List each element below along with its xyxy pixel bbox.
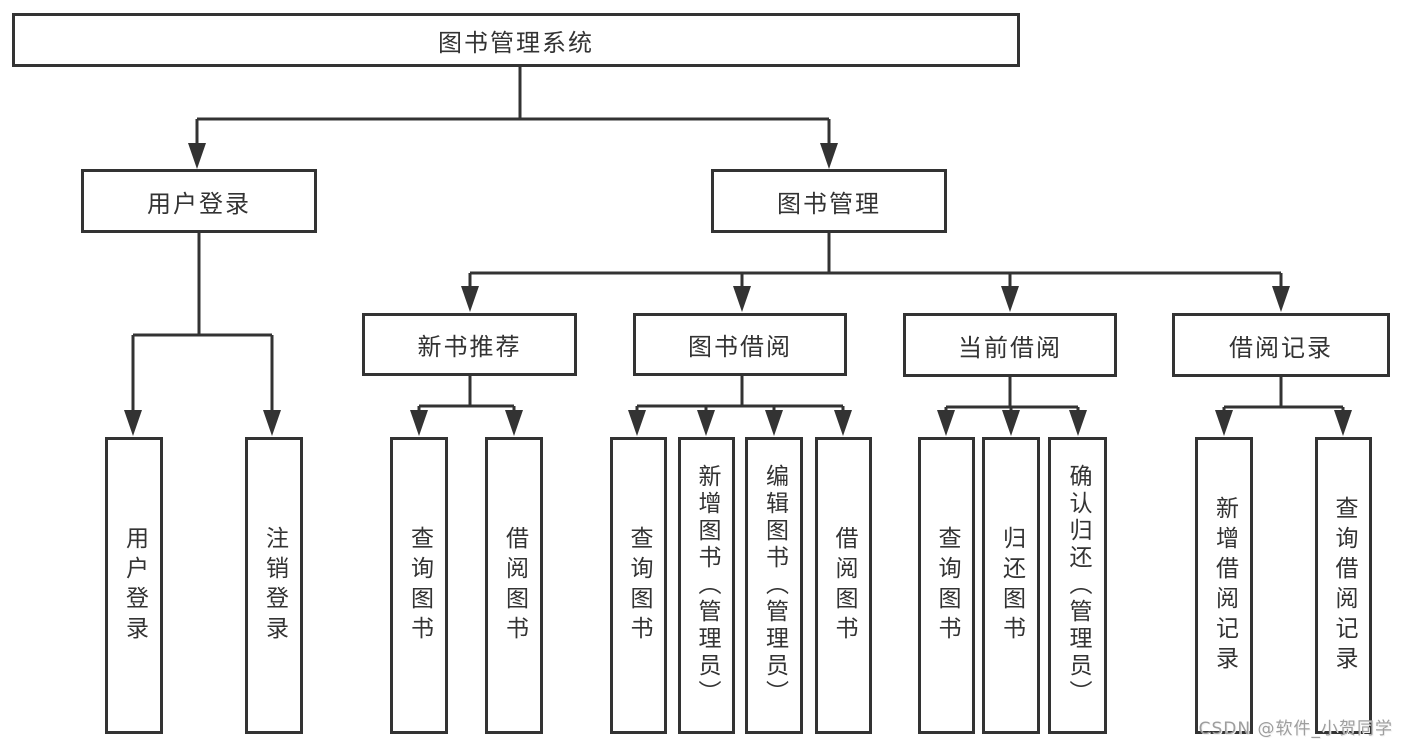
arrow-icon <box>188 143 206 169</box>
arrow-icon <box>697 410 715 436</box>
arrow-icon <box>1001 286 1019 312</box>
leaf-label: 归还图书 <box>998 525 1025 646</box>
connector-borrowing-records-group <box>1222 377 1345 414</box>
leaf-label: 编辑图书（管理员） <box>761 464 788 707</box>
leaf-label: 用户登录 <box>121 525 148 646</box>
node-user-login: 用户登录 <box>81 169 317 233</box>
leaf-label: 新增借阅记录 <box>1211 495 1238 676</box>
leaf-borrow-books-1: 借阅图书 <box>485 437 543 734</box>
node-book-borrowing: 图书借阅 <box>633 313 847 376</box>
leaf-label: 查询借阅记录 <box>1331 495 1357 676</box>
arrow-icon <box>1215 410 1233 436</box>
leaf-add-books-admin: 新增图书（管理员） <box>678 437 735 734</box>
leaf-logout: 注销登录 <box>245 437 303 734</box>
connector-new-book-group <box>417 376 516 414</box>
leaf-user-login: 用户登录 <box>105 437 163 734</box>
leaf-query-borrow-record: 查询借阅记录 <box>1315 437 1372 734</box>
leaf-return-books: 归还图书 <box>982 437 1040 734</box>
leaf-label: 查询图书 <box>406 525 433 646</box>
leaf-add-borrow-record: 新增借阅记录 <box>1195 437 1253 734</box>
arrow-icon <box>820 143 838 169</box>
leaf-label: 确认归还（管理员） <box>1065 464 1091 707</box>
arrow-icon <box>410 410 428 436</box>
node-new-book-recommendation: 新书推荐 <box>362 313 577 376</box>
connector-book-borrowing-group <box>635 376 845 414</box>
leaf-edit-books-admin: 编辑图书（管理员） <box>745 437 803 734</box>
leaf-confirm-return-admin: 确认归还（管理员） <box>1048 437 1107 734</box>
arrowheads <box>124 143 1352 436</box>
arrow-icon <box>1334 410 1352 436</box>
arrow-icon <box>1272 286 1290 312</box>
connector-user-login-group <box>131 233 274 414</box>
arrow-icon <box>124 410 142 436</box>
arrow-icon <box>263 410 281 436</box>
arrow-icon <box>765 410 783 436</box>
leaf-query-books-2: 查询图书 <box>610 437 667 734</box>
connector-current-borrowing-group <box>944 377 1080 414</box>
leaf-label: 借阅图书 <box>501 525 528 646</box>
leaf-label: 借阅图书 <box>831 525 857 646</box>
leaf-label: 查询图书 <box>626 525 652 646</box>
leaf-label: 新增图书（管理员） <box>694 464 720 707</box>
node-book-management: 图书管理 <box>711 169 947 233</box>
node-current-borrowing: 当前借阅 <box>903 313 1117 377</box>
arrow-icon <box>937 410 955 436</box>
leaf-label: 注销登录 <box>261 525 288 646</box>
arrow-icon <box>733 286 751 312</box>
leaf-query-books-3: 查询图书 <box>918 437 975 734</box>
arrow-icon <box>505 410 523 436</box>
leaf-label: 查询图书 <box>934 525 960 646</box>
connector-book-management <box>468 233 1283 290</box>
node-library-management-system: 图书管理系统 <box>12 13 1020 67</box>
leaf-query-books-1: 查询图书 <box>390 437 448 734</box>
leaf-borrow-books-2: 借阅图书 <box>815 437 872 734</box>
connector-root <box>195 64 831 146</box>
arrow-icon <box>834 410 852 436</box>
arrow-icon <box>1069 410 1087 436</box>
watermark-text: CSDN @软件_小贺同学 <box>1198 719 1393 739</box>
arrow-icon <box>461 286 479 312</box>
arrow-icon <box>628 410 646 436</box>
arrow-icon <box>1002 410 1020 436</box>
node-borrowing-records: 借阅记录 <box>1172 313 1390 377</box>
